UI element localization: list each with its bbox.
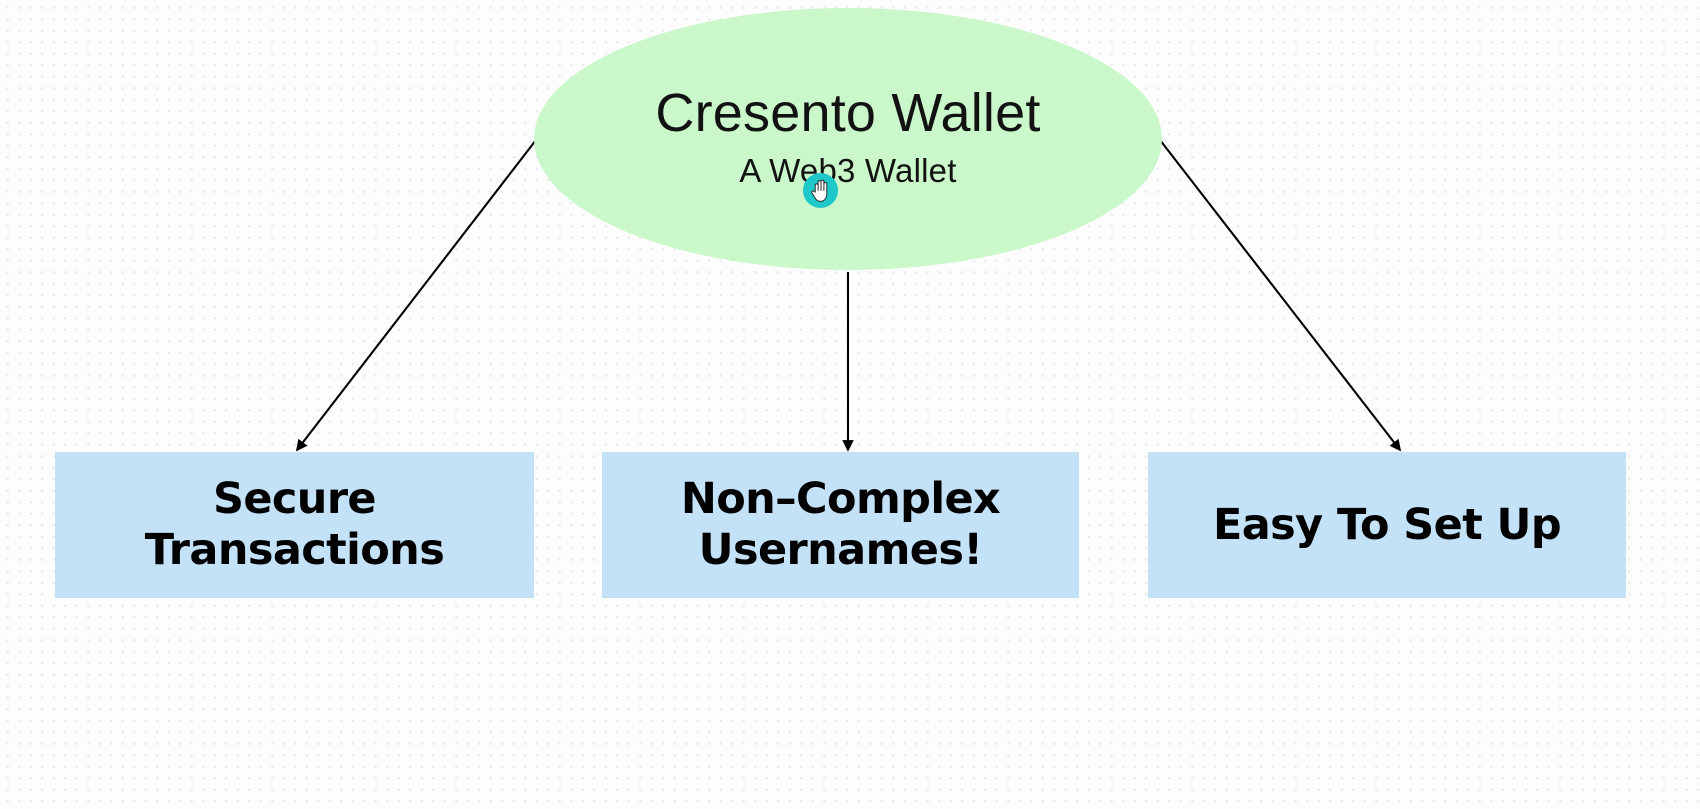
root-node-cresento-wallet[interactable]: Cresento Wallet A Web3 Wallet (534, 8, 1162, 270)
connector-root-to-setup (1159, 139, 1402, 452)
node-box-easy-to-set-up[interactable]: Easy To Set Up (1148, 452, 1626, 598)
node-box-non-complex-usernames[interactable]: Non–Complex Usernames! (602, 452, 1079, 598)
connector-root-to-secure (295, 139, 537, 452)
node-box-label: Non–Complex Usernames! (680, 474, 1001, 575)
node-box-label: Secure Transactions (144, 474, 445, 575)
node-box-secure-transactions[interactable]: Secure Transactions (55, 452, 534, 598)
node-box-label: Easy To Set Up (1212, 499, 1562, 550)
root-node-subtitle: A Web3 Wallet (739, 152, 957, 190)
root-node-title: Cresento Wallet (655, 82, 1041, 143)
